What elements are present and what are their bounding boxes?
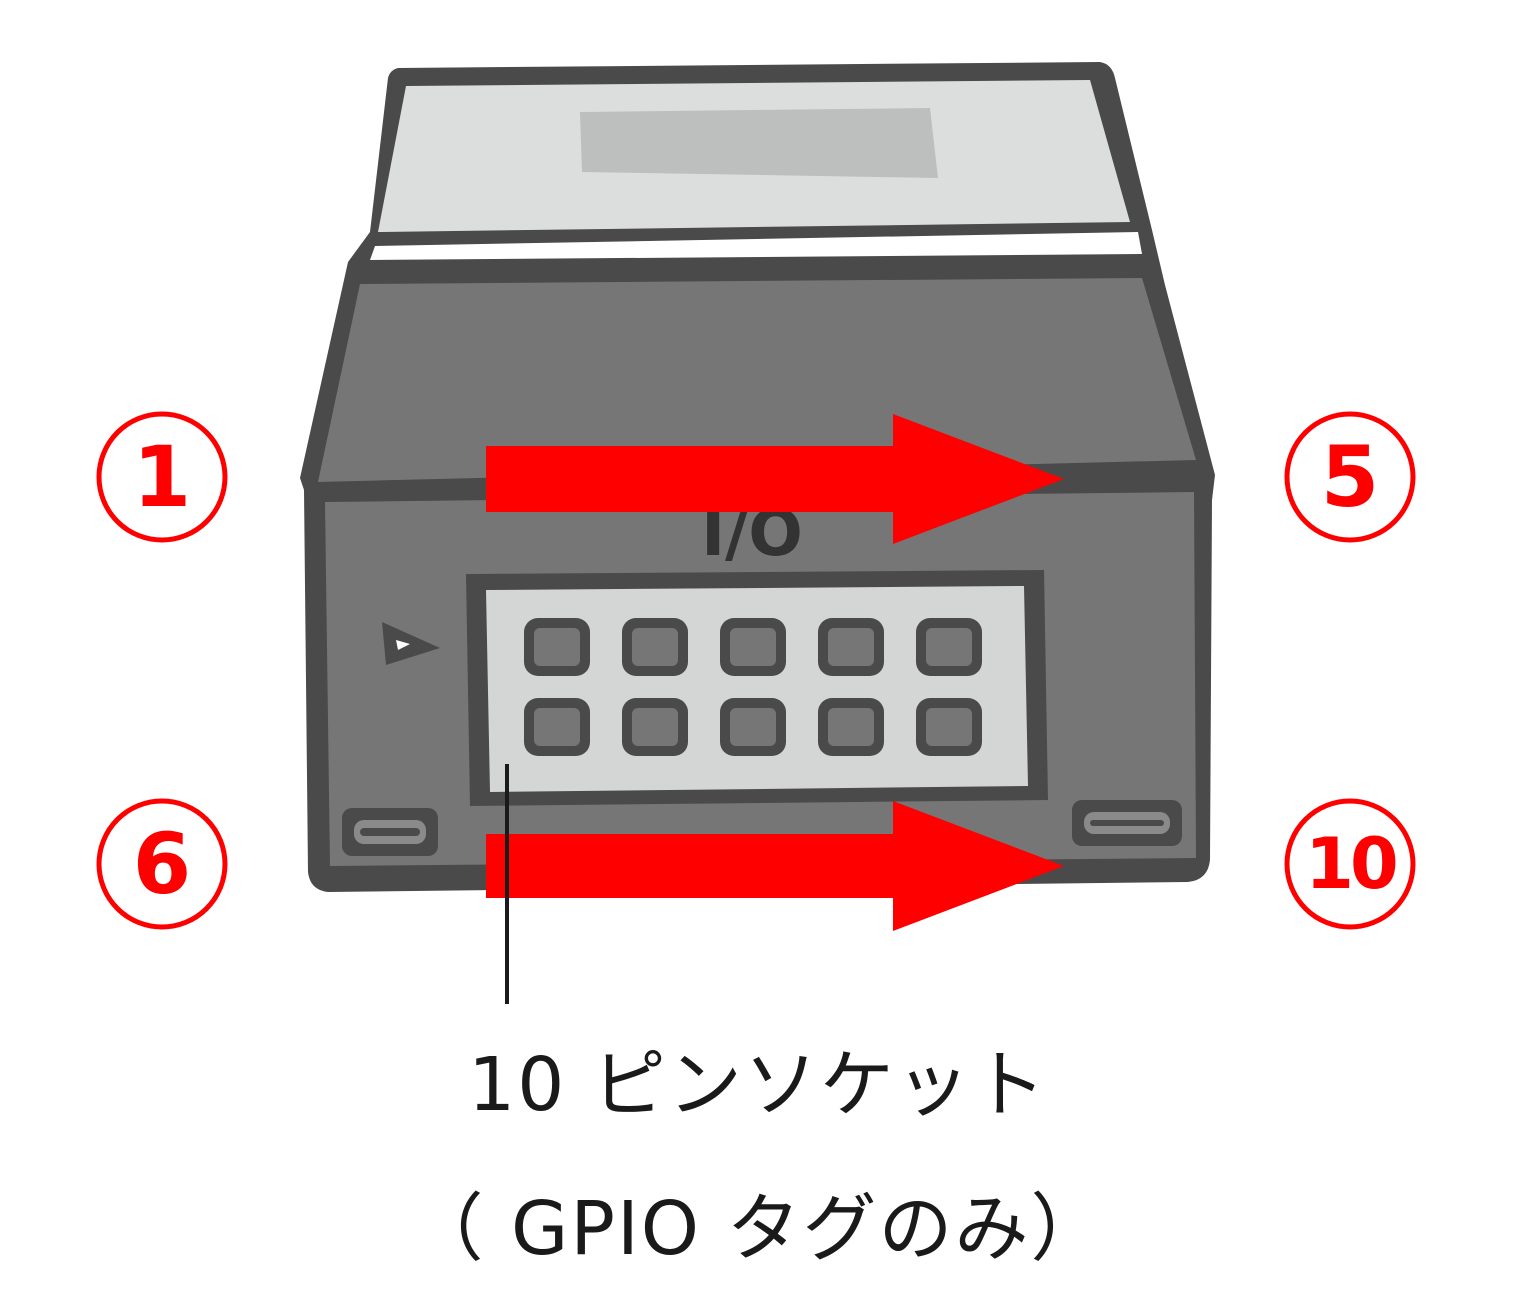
pin-marker-1: 1 [96,411,228,543]
socket-pin-hole [828,628,874,666]
socket-pin-hole [730,628,776,666]
socket-pin-hole [534,628,580,666]
row-arrow-top [486,414,1064,544]
pin-marker-6-label: 6 [133,815,191,913]
socket-pin-hole [926,628,972,666]
triangle-marker-icon [382,622,440,665]
foot-pad-left [342,808,438,856]
pin-marker-10-label: 10 [1305,823,1396,905]
caption-subtitle: （ GPIO タグのみ） [409,1186,1107,1272]
foot-pad-right [1072,800,1182,846]
socket-pins [524,618,982,756]
caption-title: 10 ピンソケット [468,1042,1048,1128]
socket-pin-hole [828,708,874,746]
socket-pin-hole [632,628,678,666]
socket-pin-hole [926,708,972,746]
pin-marker-1-label: 1 [133,428,191,526]
pin-marker-6: 6 [96,798,228,930]
pin-marker-5: 5 [1284,411,1416,543]
top-label-patch [580,108,938,178]
lid-stripe [370,232,1142,260]
socket-pin-hole [632,708,678,746]
pin-marker-5-label: 5 [1321,428,1379,526]
row-arrow-bottom [486,801,1064,931]
pin-marker-10: 10 [1284,798,1416,930]
socket-pin-hole [730,708,776,746]
roof-face [318,278,1196,482]
pin-socket [466,570,1048,806]
socket-pin-hole [534,708,580,746]
device-box: I/O [300,62,1215,892]
